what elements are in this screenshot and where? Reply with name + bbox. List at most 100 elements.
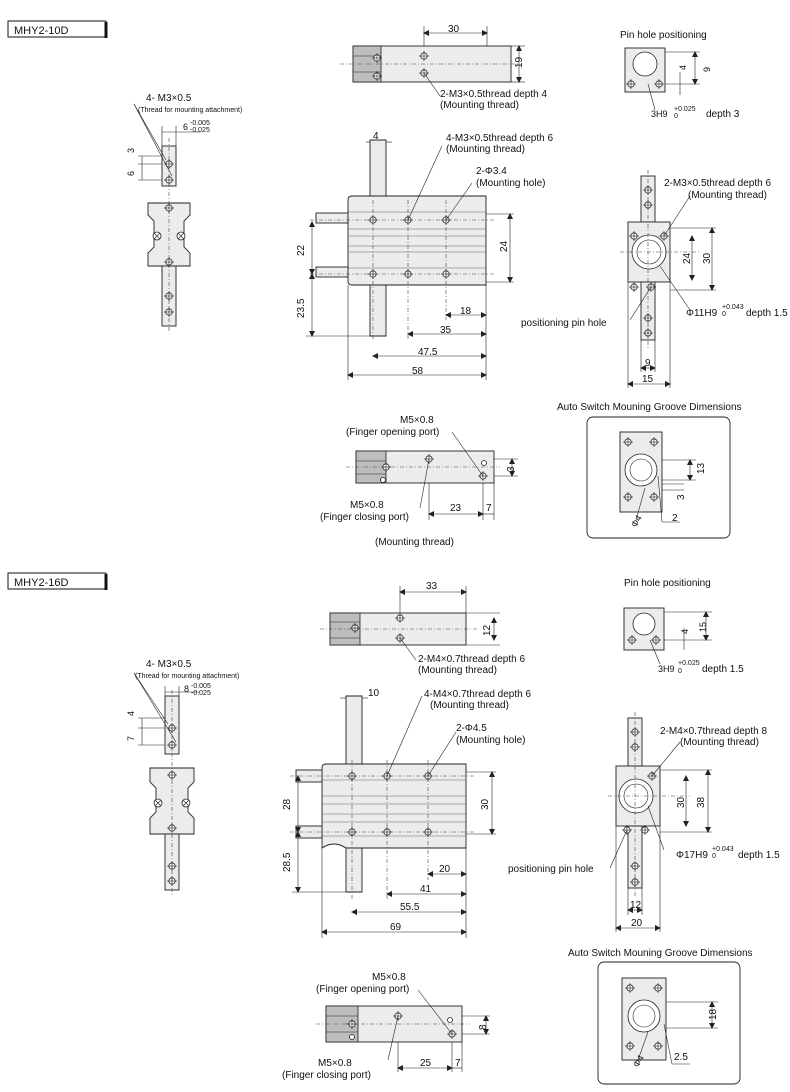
groove-d-3: 2.5 [674, 1052, 688, 1063]
side-view [620, 170, 716, 388]
side-d-9: 9 [645, 358, 651, 369]
left-tol-low: -0.025 [191, 690, 211, 697]
left-d2: 7 [126, 736, 136, 741]
model-tag-text: MHY2-10D [14, 25, 68, 37]
section-mhy2-16d: MHY2-16D 33 12 2-M4×0.7thread depth 6 (M… [7, 572, 780, 1085]
main-view [306, 139, 514, 380]
dim-height: 19 [514, 56, 525, 68]
left-d2: 6 [126, 171, 136, 176]
main-d-47: 47.5 [418, 347, 438, 358]
left-note: 4- M3×0.5 [146, 659, 192, 670]
model-tag: MHY2-16D [7, 572, 108, 590]
main-d-h2: 28.5 [282, 852, 293, 872]
top-thread-note: 2-M4×0.7thread depth 6 [418, 654, 525, 665]
left-d1: 4 [126, 711, 136, 716]
pin-d-v: 9 [702, 67, 712, 72]
side-thread-note: 2-M4×0.7thread depth 8 [660, 726, 767, 737]
side-d-15: 20 [631, 918, 643, 929]
main-d-18: 20 [439, 864, 451, 875]
top-thread-note: 2-M3×0.5thread depth 4 [440, 89, 547, 100]
side-bore-up: +0.043 [712, 846, 734, 853]
pin-label-up: +0.025 [674, 106, 696, 113]
side-thread-sub: (Mounting thread) [688, 190, 767, 201]
side-bore-low: 0 [722, 311, 726, 318]
pin-d-h: 4 [680, 629, 690, 634]
left-tol-main: 6 [183, 122, 188, 132]
side-bore-tail: depth 1.5 [738, 850, 780, 861]
groove-view [586, 416, 731, 539]
groove-view [597, 961, 741, 1085]
side-pin-label: positioning pin hole [508, 864, 594, 875]
pin-label-tail: depth 1.5 [702, 664, 744, 675]
side-pin-label: positioning pin hole [521, 318, 607, 329]
side-bore-low: 0 [712, 853, 716, 860]
side-view [608, 712, 712, 932]
main-d-35: 41 [420, 884, 432, 895]
main-thread-note: 4-M4×0.7thread depth 6 [424, 689, 531, 700]
main-d-h1: 22 [296, 244, 307, 256]
bottom-view [346, 431, 518, 520]
left-note-sub: (Thread for mounting attachment) [138, 107, 242, 114]
bottom-caption: (Mounting thread) [375, 537, 454, 548]
side-d-24: 24 [682, 252, 693, 264]
side-bore-up: +0.043 [722, 304, 744, 311]
pin-label-up: +0.025 [678, 660, 700, 667]
pin-title: Pin hole positioning [620, 30, 707, 41]
left-tol-up: -0.005 [191, 683, 211, 690]
bottom-d-23: 25 [420, 1058, 432, 1069]
groove-d-13: 18 [708, 1008, 719, 1020]
side-d-30: 30 [702, 252, 713, 264]
bottom-open-note: M5×0.8 [372, 972, 406, 983]
bottom-d-23: 23 [450, 503, 462, 514]
side-thread-sub: (Mounting thread) [680, 737, 759, 748]
pin-label-main: 3H9 [651, 109, 668, 119]
bottom-close-sub: (Finger closing port) [282, 1070, 371, 1081]
side-d-15: 15 [642, 374, 654, 385]
main-thread-sub: (Mounting thread) [430, 700, 509, 711]
left-view [133, 103, 200, 332]
left-tol-main: 8 [184, 684, 189, 694]
dim-width: 30 [448, 24, 460, 35]
side-d-9: 12 [630, 900, 642, 911]
model-tag-text: MHY2-16D [14, 577, 68, 589]
bottom-close-note: M5×0.8 [350, 500, 384, 511]
left-tol-low: -0.025 [190, 127, 210, 134]
side-bore-main: Φ17H9 [676, 850, 708, 861]
main-d-58: 69 [390, 922, 402, 933]
main-d-top: 10 [368, 688, 380, 699]
main-d-top: 4 [373, 131, 379, 142]
pin-label-main: 3H9 [658, 664, 675, 674]
main-hole-note: 2-Φ3.4 [476, 166, 507, 177]
bottom-open-sub: (Finger opening port) [316, 984, 409, 995]
bottom-d-7: 7 [455, 1058, 461, 1069]
main-thread-note: 4-M3×0.5thread depth 6 [446, 133, 553, 144]
top-thread-sub: (Mounting thread) [418, 665, 497, 676]
left-tol-up: -0.005 [190, 120, 210, 127]
left-view [133, 672, 200, 895]
dim-width: 33 [426, 581, 438, 592]
side-d-30: 38 [696, 796, 707, 808]
main-d-58: 58 [412, 366, 424, 377]
side-bore-main: Φ11H9 [686, 308, 718, 319]
groove-d-3: 3 [676, 494, 687, 500]
main-d-35: 35 [440, 325, 452, 336]
main-hole-note: 2-Φ4.5 [456, 723, 487, 734]
pin-view [624, 47, 700, 111]
main-d-right: 30 [480, 798, 491, 810]
main-d-h2: 23.5 [296, 298, 307, 318]
main-hole-sub: (Mounting hole) [476, 178, 545, 189]
bottom-d-7: 7 [486, 503, 492, 514]
bottom-close-sub: (Finger closing port) [320, 512, 409, 523]
dim-height: 12 [482, 624, 493, 636]
main-view [290, 695, 496, 938]
pin-view [623, 607, 712, 665]
side-bore-tail: depth 1.5 [746, 308, 788, 319]
groove-title: Auto Switch Mouning Groove Dimensions [568, 948, 753, 959]
groove-d-13: 13 [696, 462, 707, 474]
left-note-sub: (Thread for mounting attachment) [135, 673, 239, 680]
side-thread-note: 2-M3×0.5thread depth 6 [664, 178, 771, 189]
pin-label-low: 0 [678, 668, 682, 675]
pin-label-low: 0 [674, 113, 678, 120]
groove-title: Auto Switch Mouning Groove Dimensions [557, 402, 742, 413]
